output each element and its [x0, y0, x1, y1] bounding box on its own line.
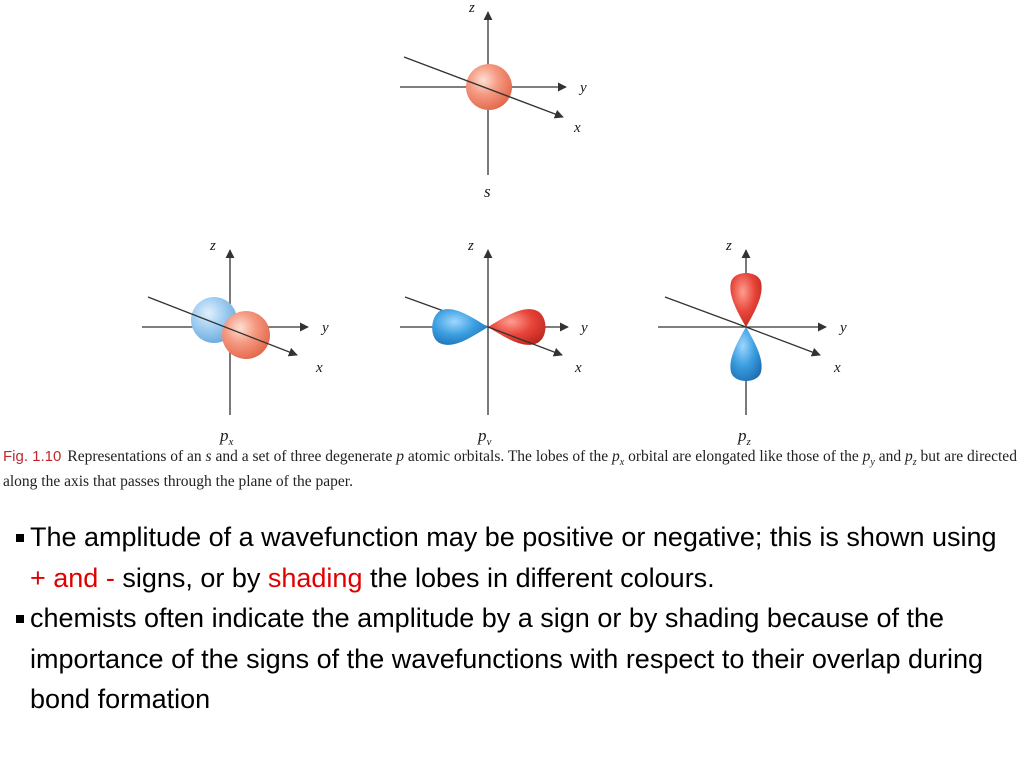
bullet-item: The amplitude of a wavefunction may be p…	[14, 517, 1019, 598]
py-x-axis-label: x	[574, 360, 582, 376]
py-orbital-diagram: z y x py	[400, 238, 588, 445]
py-positive-lobe	[488, 309, 546, 345]
s-y-axis-label: y	[578, 80, 587, 96]
px-orbital-diagram: z y x px	[142, 238, 329, 445]
py-z-axis-label: z	[467, 238, 474, 254]
px-orbital-label: px	[219, 426, 234, 445]
py-y-axis-label: y	[579, 320, 588, 336]
s-x-axis-label: x	[573, 120, 581, 136]
px-x-axis-label: x	[315, 360, 323, 376]
px-x-axis	[147, 296, 298, 357]
highlight-shading: shading	[267, 562, 363, 593]
pz-x-axis-front	[745, 326, 821, 357]
orbital-figure: z y x s z y x px z y x py z y	[142, 0, 847, 445]
py-negative-lobe	[432, 309, 488, 345]
s-orbital-sphere	[466, 64, 512, 110]
s-x-axis	[403, 56, 564, 119]
pz-negative-lobe	[730, 327, 762, 381]
bullet-item: chemists often indicate the amplitude by…	[14, 598, 1019, 720]
py-orbital-label: py	[477, 426, 492, 445]
py-x-axis-front	[487, 326, 563, 357]
pz-x-axis-back	[664, 296, 747, 328]
bullet-list: The amplitude of a wavefunction may be p…	[14, 517, 1019, 720]
px-y-axis-label: y	[320, 320, 329, 336]
pz-z-axis-label: z	[725, 238, 732, 254]
figure-number: Fig. 1.10	[3, 448, 62, 465]
highlight-signs: + and -	[30, 562, 115, 593]
s-orbital-label: s	[484, 182, 491, 201]
pz-orbital-diagram: z y x pz	[658, 238, 847, 445]
pz-x-axis-label: x	[833, 360, 841, 376]
s-z-axis-label: z	[468, 0, 475, 16]
px-z-axis-label: z	[209, 238, 216, 254]
pz-orbital-label: pz	[737, 426, 752, 445]
pz-y-axis-label: y	[838, 320, 847, 336]
pz-positive-lobe	[730, 273, 762, 327]
s-orbital-diagram: z y x s	[400, 0, 587, 201]
